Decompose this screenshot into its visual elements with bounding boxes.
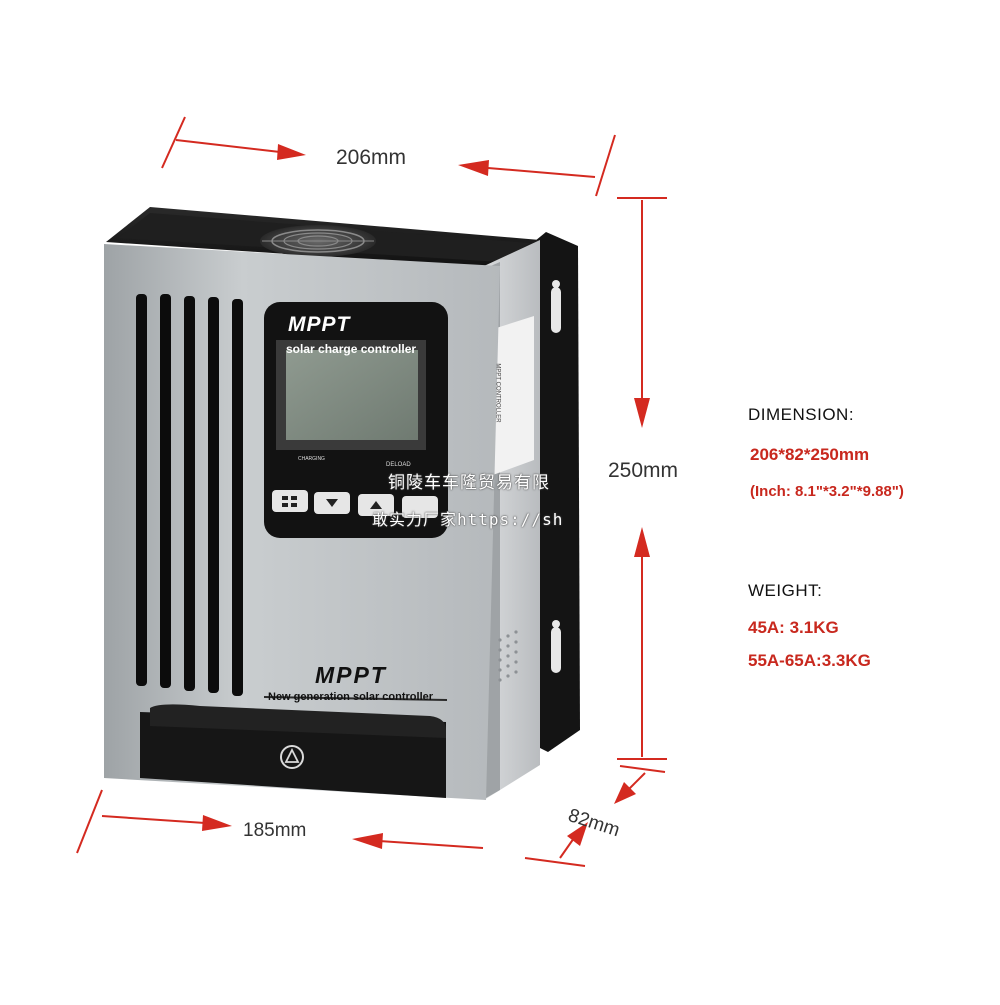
lcd-left-caption: CHARGING	[298, 456, 325, 462]
width-dimension-label: 206mm	[336, 146, 407, 169]
front-subtitle: New generation solar controller	[268, 691, 434, 703]
top-face	[106, 207, 540, 268]
display-panel	[264, 302, 448, 538]
weight-heading: WEIGHT:	[748, 581, 823, 600]
front-title: MPPT	[315, 662, 387, 688]
watermark-line-1: 铜陵车车隆贸易有限	[388, 473, 550, 492]
menu-button	[272, 490, 308, 512]
lcd-right-caption: DELOAD	[386, 462, 411, 468]
dimension-inch-value: (Inch: 8.1"*3.2"*9.88")	[750, 483, 904, 500]
panel-subtitle: solar charge controller	[286, 342, 417, 356]
dimension-lines	[76, 116, 667, 867]
warning-icon	[280, 745, 304, 769]
dimension-heading: DIMENSION:	[748, 405, 855, 424]
lcd-screen	[286, 350, 418, 440]
height-dimension-label: 250mm	[608, 459, 679, 482]
weight-55-65a-value: 55A-65A:3.3KG	[748, 651, 871, 670]
weight-45a-value: 45A: 3.1KG	[748, 618, 839, 637]
panel-title: MPPT	[288, 313, 351, 336]
enter-button	[402, 496, 438, 518]
side-face	[484, 240, 540, 800]
side-label: MPPT CONTROLLER	[494, 363, 501, 423]
dimension-value: 206*82*250mm	[750, 445, 870, 464]
watermark-line-2: 敢实力厂家https://sh	[372, 510, 564, 529]
front-width-dimension-label: 185mm	[243, 820, 307, 841]
